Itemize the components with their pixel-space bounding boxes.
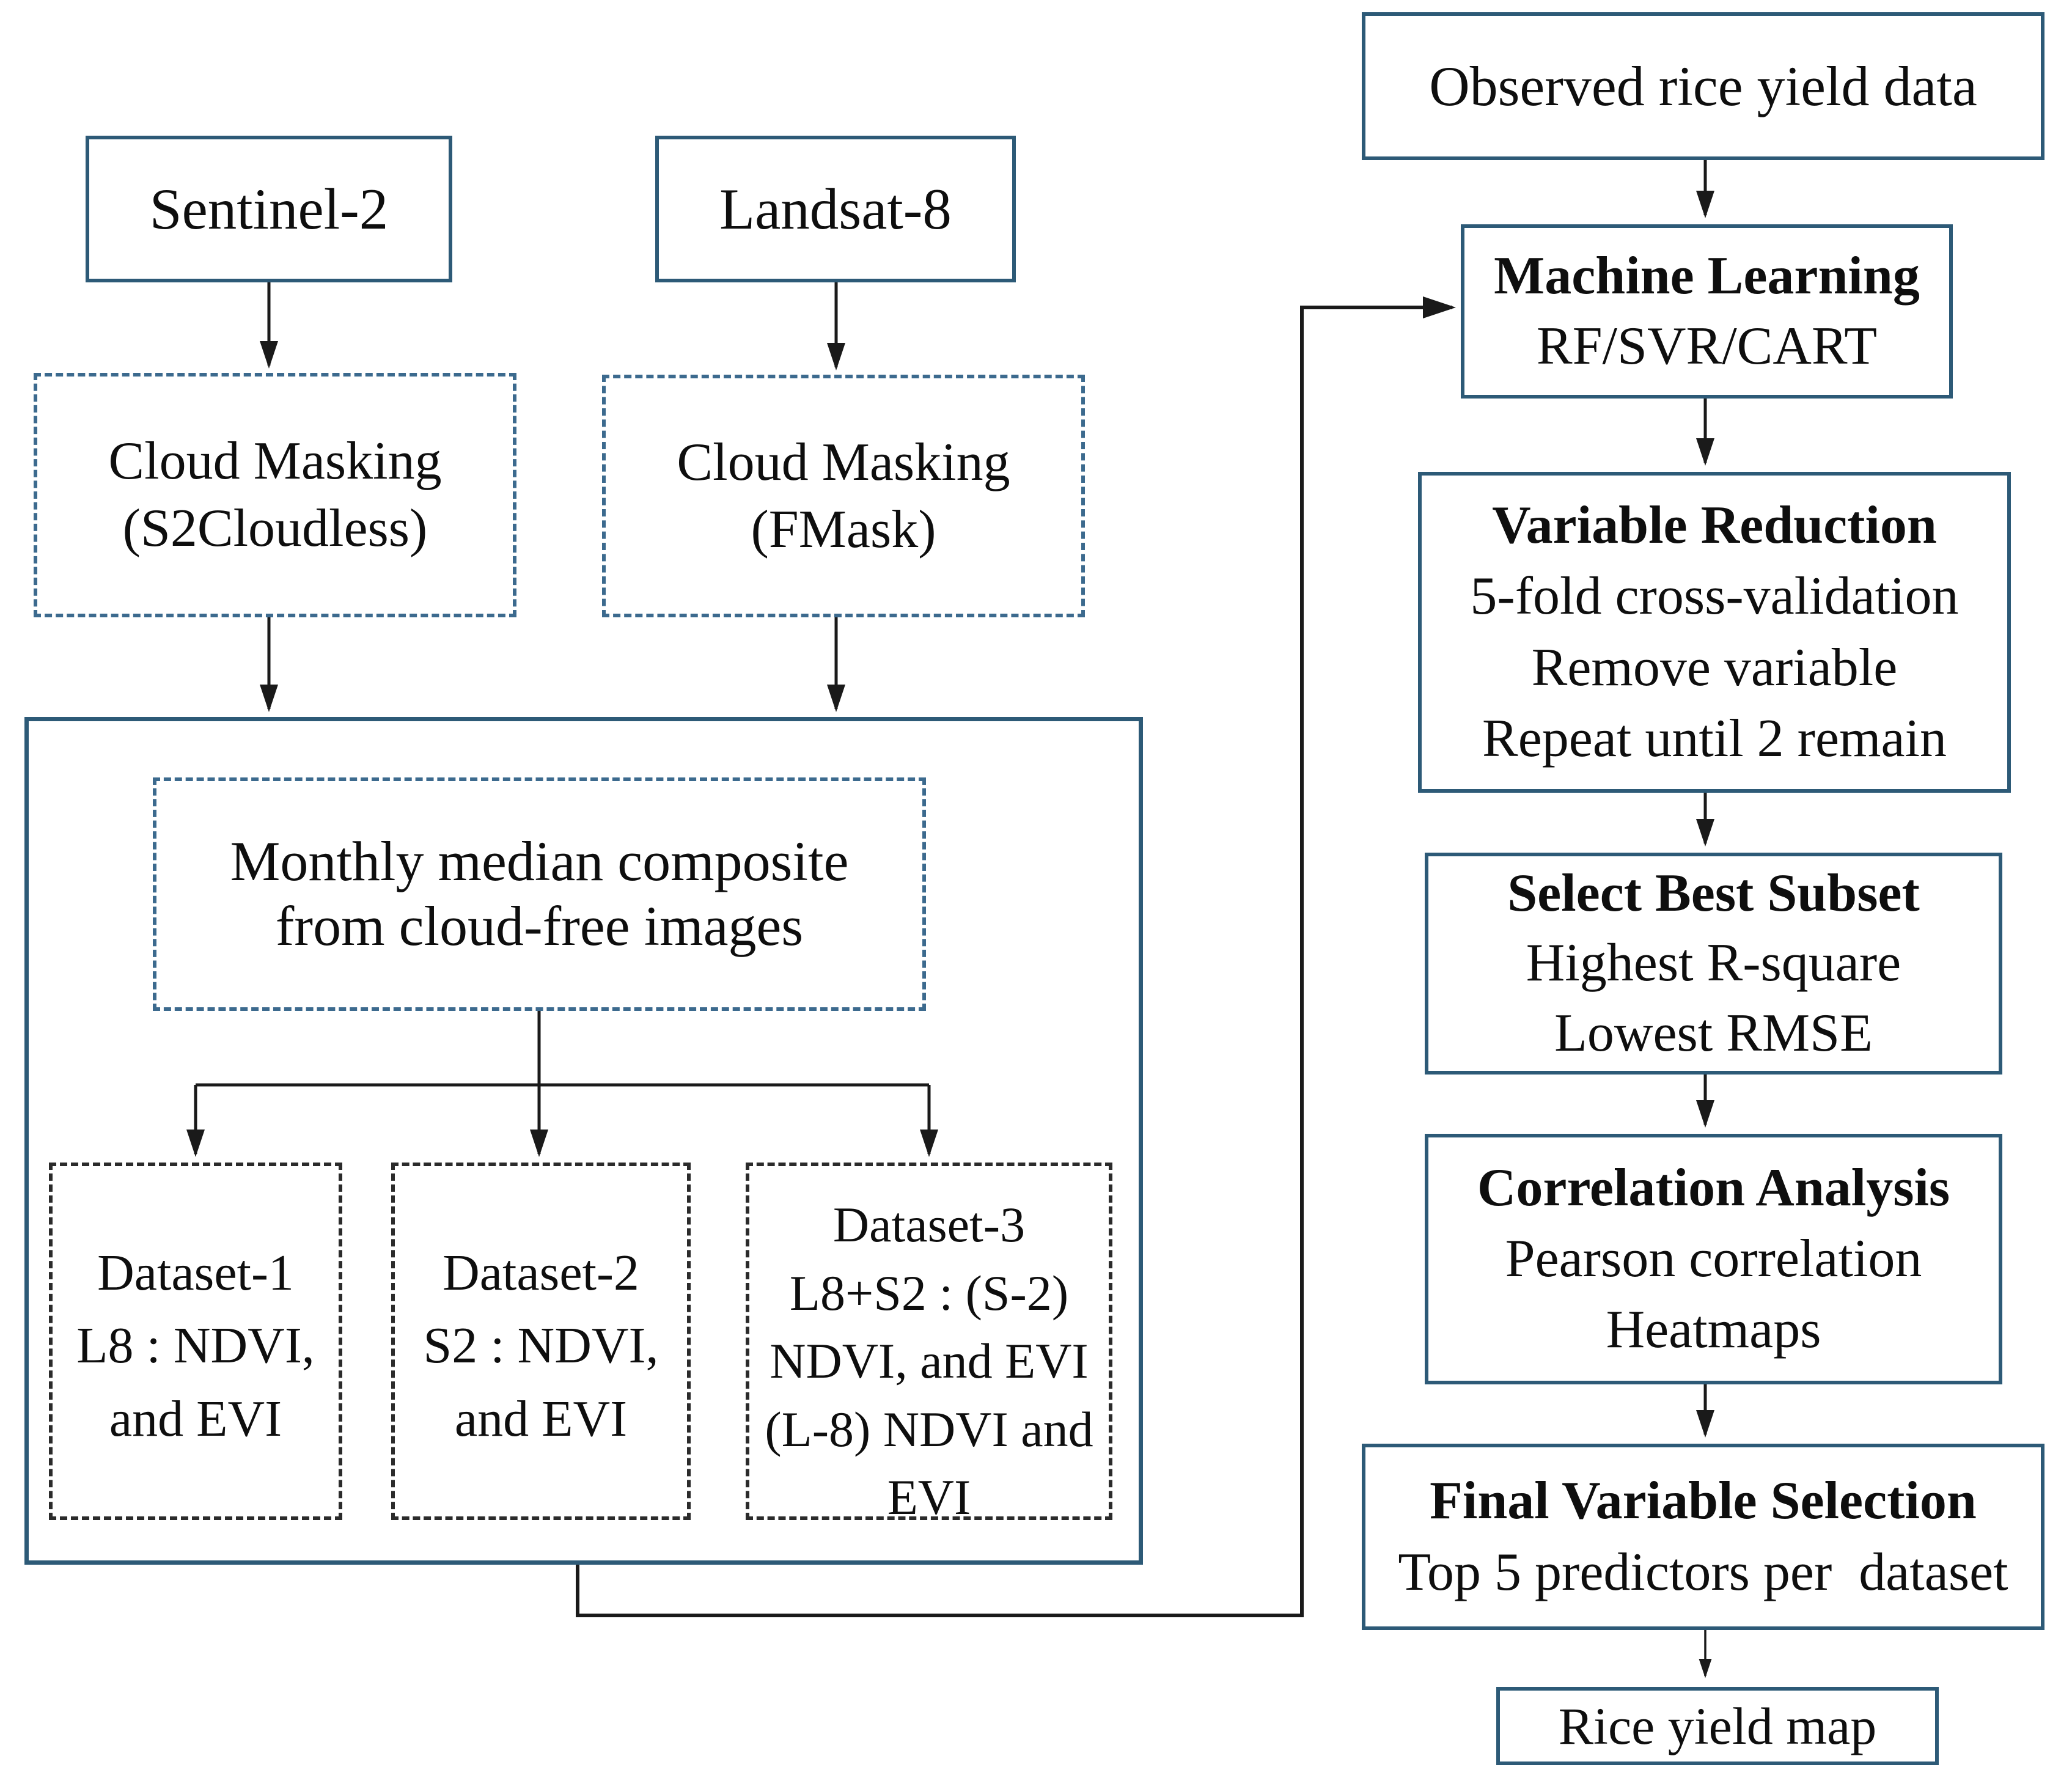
machine-learning-box: Machine Learning RF/SVR/CART bbox=[1461, 224, 1953, 399]
composite-line-2: from cloud-free images bbox=[275, 895, 804, 957]
observed-rice-yield-data-box: Observed rice yield data bbox=[1362, 12, 2044, 160]
sentinel2-box: Sentinel-2 bbox=[86, 136, 452, 282]
dataset3-line-4: (L-8) NDVI and bbox=[765, 1401, 1093, 1457]
machine-learning-models: RF/SVR/CART bbox=[1536, 316, 1878, 376]
dataset2-title: Dataset-2 bbox=[443, 1244, 639, 1301]
dataset1-line-3: and EVI bbox=[109, 1390, 282, 1447]
rice-yield-map-label: Rice yield map bbox=[1558, 1697, 1877, 1755]
select-best-subset-line-2: Highest R-square bbox=[1526, 933, 1901, 993]
select-best-subset-title: Select Best Subset bbox=[1507, 863, 1920, 923]
select-best-subset-box: Select Best Subset Highest R-square Lowe… bbox=[1425, 853, 2002, 1075]
monthly-median-composite-box: Monthly median composite from cloud-free… bbox=[153, 777, 926, 1011]
dataset2-line-2: S2 : NDVI, bbox=[423, 1317, 659, 1375]
landsat8-box: Landsat-8 bbox=[655, 136, 1016, 282]
machine-learning-title: Machine Learning bbox=[1494, 246, 1920, 306]
dataset2-box: Dataset-2 S2 : NDVI, and EVI bbox=[391, 1163, 691, 1520]
dataset1-line-2: L8 : NDVI, bbox=[76, 1317, 315, 1375]
landsat8-label: Landsat-8 bbox=[719, 177, 952, 241]
dataset3-title: Dataset-3 bbox=[832, 1197, 1026, 1252]
variable-reduction-line-3: Remove variable bbox=[1531, 637, 1898, 697]
variable-reduction-title: Variable Reduction bbox=[1492, 496, 1937, 556]
variable-reduction-line-4: Repeat until 2 remain bbox=[1482, 708, 1947, 768]
rice-yield-map-box: Rice yield map bbox=[1496, 1687, 1939, 1765]
correlation-analysis-line-3: Heatmaps bbox=[1606, 1300, 1821, 1360]
dataset3-line-3: NDVI, and EVI bbox=[770, 1333, 1089, 1389]
composite-line-1: Monthly median composite bbox=[230, 830, 849, 893]
dataset3-line-5: EVI bbox=[887, 1469, 971, 1526]
dataset3-line-2: L8+S2 : (S-2) bbox=[789, 1265, 1069, 1321]
variable-reduction-line-2: 5-fold cross-validation bbox=[1470, 567, 1959, 626]
correlation-analysis-box: Correlation Analysis Pearson correlation… bbox=[1425, 1134, 2002, 1384]
select-best-subset-line-3: Lowest RMSE bbox=[1554, 1003, 1873, 1063]
cloud-masking-s2-method: (S2Cloudless) bbox=[122, 499, 428, 558]
branch-composite-to-datasets bbox=[196, 1011, 929, 1087]
dataset1-box: Dataset-1 L8 : NDVI, and EVI bbox=[49, 1163, 342, 1520]
cloud-masking-l8-line: Cloud Masking bbox=[677, 432, 1010, 492]
correlation-analysis-line-2: Pearson correlation bbox=[1505, 1229, 1922, 1288]
final-variable-selection-title: Final Variable Selection bbox=[1430, 1471, 1977, 1531]
final-variable-selection-box: Final Variable Selection Top 5 predictor… bbox=[1362, 1444, 2044, 1630]
cloud-masking-fmask-box: Cloud Masking (FMask) bbox=[602, 375, 1085, 617]
cloud-masking-s2-line: Cloud Masking bbox=[108, 432, 442, 491]
final-variable-selection-line-2: Top 5 predictors per dataset bbox=[1398, 1542, 2008, 1602]
feedback-datasets-to-machine-learning bbox=[576, 296, 1456, 1617]
cloud-masking-l8-method: (FMask) bbox=[751, 499, 936, 559]
dataset2-line-3: and EVI bbox=[454, 1390, 628, 1447]
variable-reduction-box: Variable Reduction 5-fold cross-validati… bbox=[1418, 472, 2011, 793]
dataset1-title: Dataset-1 bbox=[97, 1244, 294, 1301]
correlation-analysis-title: Correlation Analysis bbox=[1477, 1158, 1950, 1218]
dataset3-box: Dataset-3 L8+S2 : (S-2) NDVI, and EVI (L… bbox=[746, 1163, 1112, 1525]
sentinel2-label: Sentinel-2 bbox=[149, 177, 389, 241]
cloud-masking-s2cloudless-box: Cloud Masking (S2Cloudless) bbox=[34, 373, 516, 617]
observed-label: Observed rice yield data bbox=[1429, 55, 1977, 117]
